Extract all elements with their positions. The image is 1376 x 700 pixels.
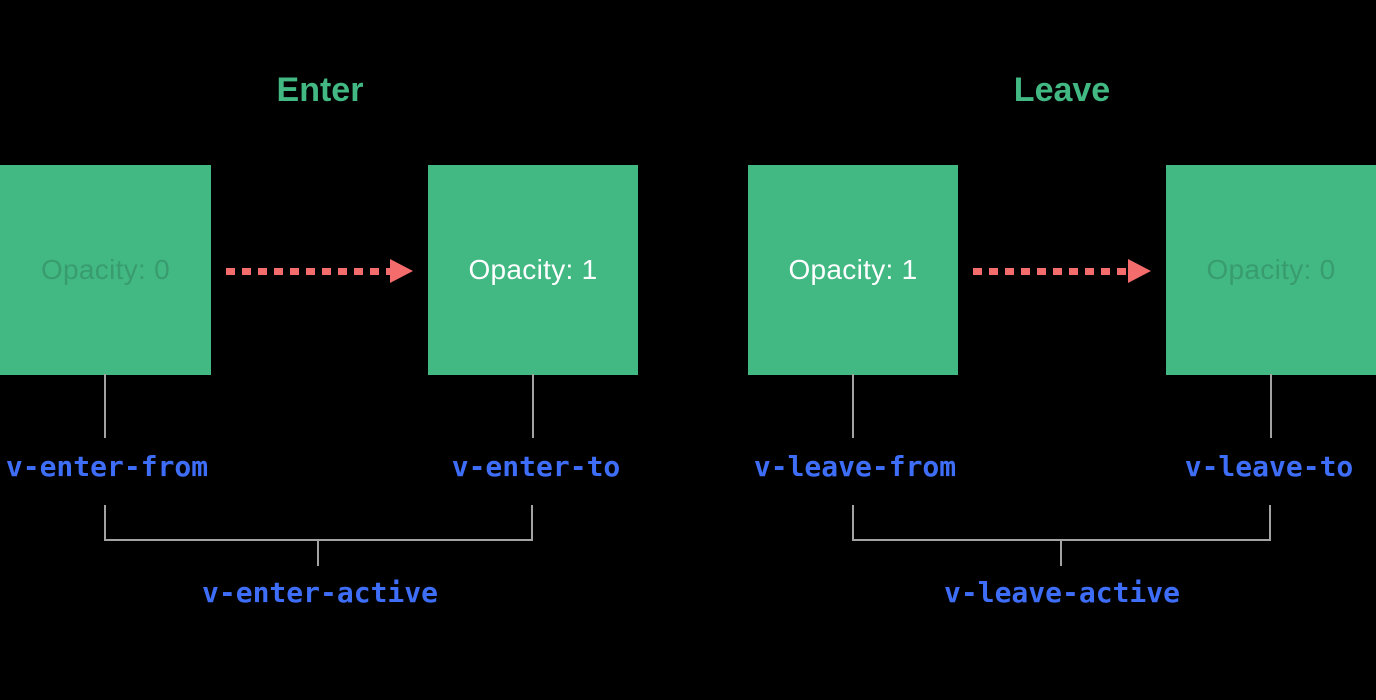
enter-arrow-right-icon: [390, 259, 413, 283]
enter-to-state-box: Opacity: 1: [428, 165, 638, 375]
enter-from-connector-line: [104, 374, 106, 438]
leave-to-class-label: v-leave-to: [1184, 450, 1354, 483]
enter-from-class-label: v-enter-from: [5, 450, 209, 483]
enter-active-range-bracket: [104, 505, 533, 541]
leave-active-range-bracket: [852, 505, 1271, 541]
leave-to-connector-line: [1270, 374, 1272, 438]
leave-from-opacity-label: Opacity: 1: [788, 254, 918, 285]
leave-to-opacity-label: Opacity: 0: [1206, 254, 1336, 285]
leave-arrow-right-icon: [1128, 259, 1151, 283]
enter-from-opacity-label: Opacity: 0: [40, 254, 171, 285]
leave-dashed-arrow-line: [973, 268, 1128, 275]
enter-section-title: Enter: [276, 71, 364, 109]
leave-section-title: Leave: [1013, 71, 1111, 109]
enter-to-opacity-label: Opacity: 1: [468, 254, 598, 285]
leave-from-connector-line: [852, 374, 854, 438]
enter-to-class-label: v-enter-to: [451, 450, 621, 483]
enter-dashed-arrow-line: [226, 268, 390, 275]
leave-active-class-label: v-leave-active: [943, 576, 1181, 609]
enter-from-state-box: Opacity: 0: [0, 165, 211, 375]
enter-to-connector-line: [532, 374, 534, 438]
enter-active-class-label: v-enter-active: [201, 576, 439, 609]
leave-from-state-box: Opacity: 1: [748, 165, 958, 375]
leave-to-state-box: Opacity: 0: [1166, 165, 1376, 375]
leave-active-bracket-stem: [1060, 541, 1062, 566]
leave-from-class-label: v-leave-from: [753, 450, 957, 483]
enter-active-bracket-stem: [317, 541, 319, 566]
